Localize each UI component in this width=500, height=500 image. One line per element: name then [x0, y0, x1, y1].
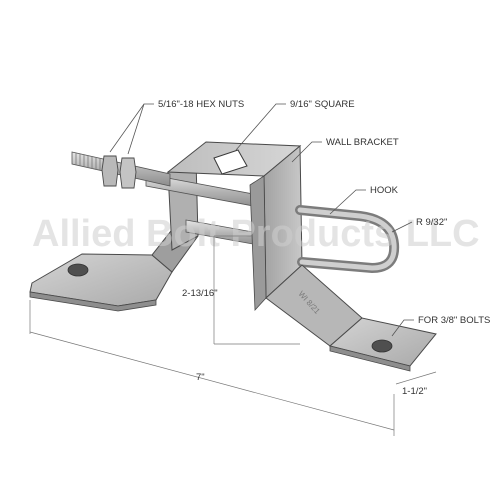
- hex-nut-2: [119, 157, 137, 189]
- left-bolt-hole: [67, 263, 89, 277]
- square-hole: [213, 149, 248, 175]
- callout-leaders: [109, 103, 414, 337]
- hex-nuts-label: 5/16"-18 HEX NUTS: [158, 99, 244, 110]
- right-bolt-hole: [371, 339, 393, 353]
- hook-label: HOOK: [370, 185, 399, 196]
- watermark: Allied Bolt Products LLC: [32, 213, 480, 255]
- radius-label: R 9/32": [416, 217, 447, 228]
- hex-nut-1: [101, 155, 119, 187]
- square-label: 9/16" SQUARE: [290, 99, 355, 110]
- dimension-lines: [29, 235, 437, 436]
- right-foot-plate: [328, 317, 437, 372]
- threaded-stud: [71, 151, 171, 189]
- height-dimension: 2-13/16": [182, 288, 218, 299]
- bracket-top-plate: [166, 141, 302, 177]
- hook: [295, 205, 400, 274]
- wall-bracket-label: WALL BRACKET: [326, 137, 399, 148]
- width-dimension: 1-1/2": [402, 386, 427, 397]
- length-dimension: 7": [196, 372, 205, 383]
- left-foot-plate: [29, 253, 173, 312]
- bolts-label: FOR 3/8" BOLTS: [418, 315, 490, 326]
